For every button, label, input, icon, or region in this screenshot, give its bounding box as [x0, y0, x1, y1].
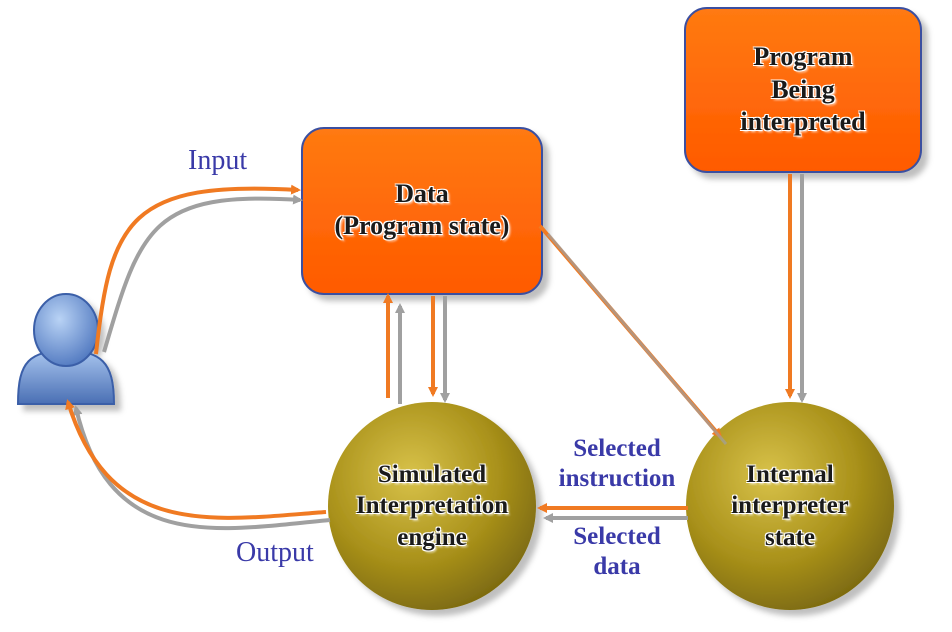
input-arrow-gray: [102, 194, 303, 353]
engine-label: Simulated Interpretation engine: [355, 461, 509, 551]
input-arrow-orange: [94, 184, 301, 355]
output-label: Output: [236, 537, 314, 568]
internal-label: Internal interpreter state: [731, 461, 849, 551]
data-box-label: Data (Program state): [334, 178, 510, 241]
output-arrow-gray: [72, 405, 331, 531]
input-label: Input: [188, 145, 248, 176]
user-icon: [16, 293, 116, 405]
internal-circle: [686, 402, 894, 610]
selected-instruction-label: Selected instruction: [558, 435, 676, 492]
data-box: [301, 127, 543, 295]
program-box-label: Program Being interpreted: [740, 42, 866, 137]
engine-circle: [328, 402, 536, 610]
data-to-internal-gray: [546, 233, 728, 445]
program-box: [684, 7, 922, 173]
output-arrow-orange: [65, 399, 327, 520]
selected-data-label: Selected data: [573, 523, 661, 580]
